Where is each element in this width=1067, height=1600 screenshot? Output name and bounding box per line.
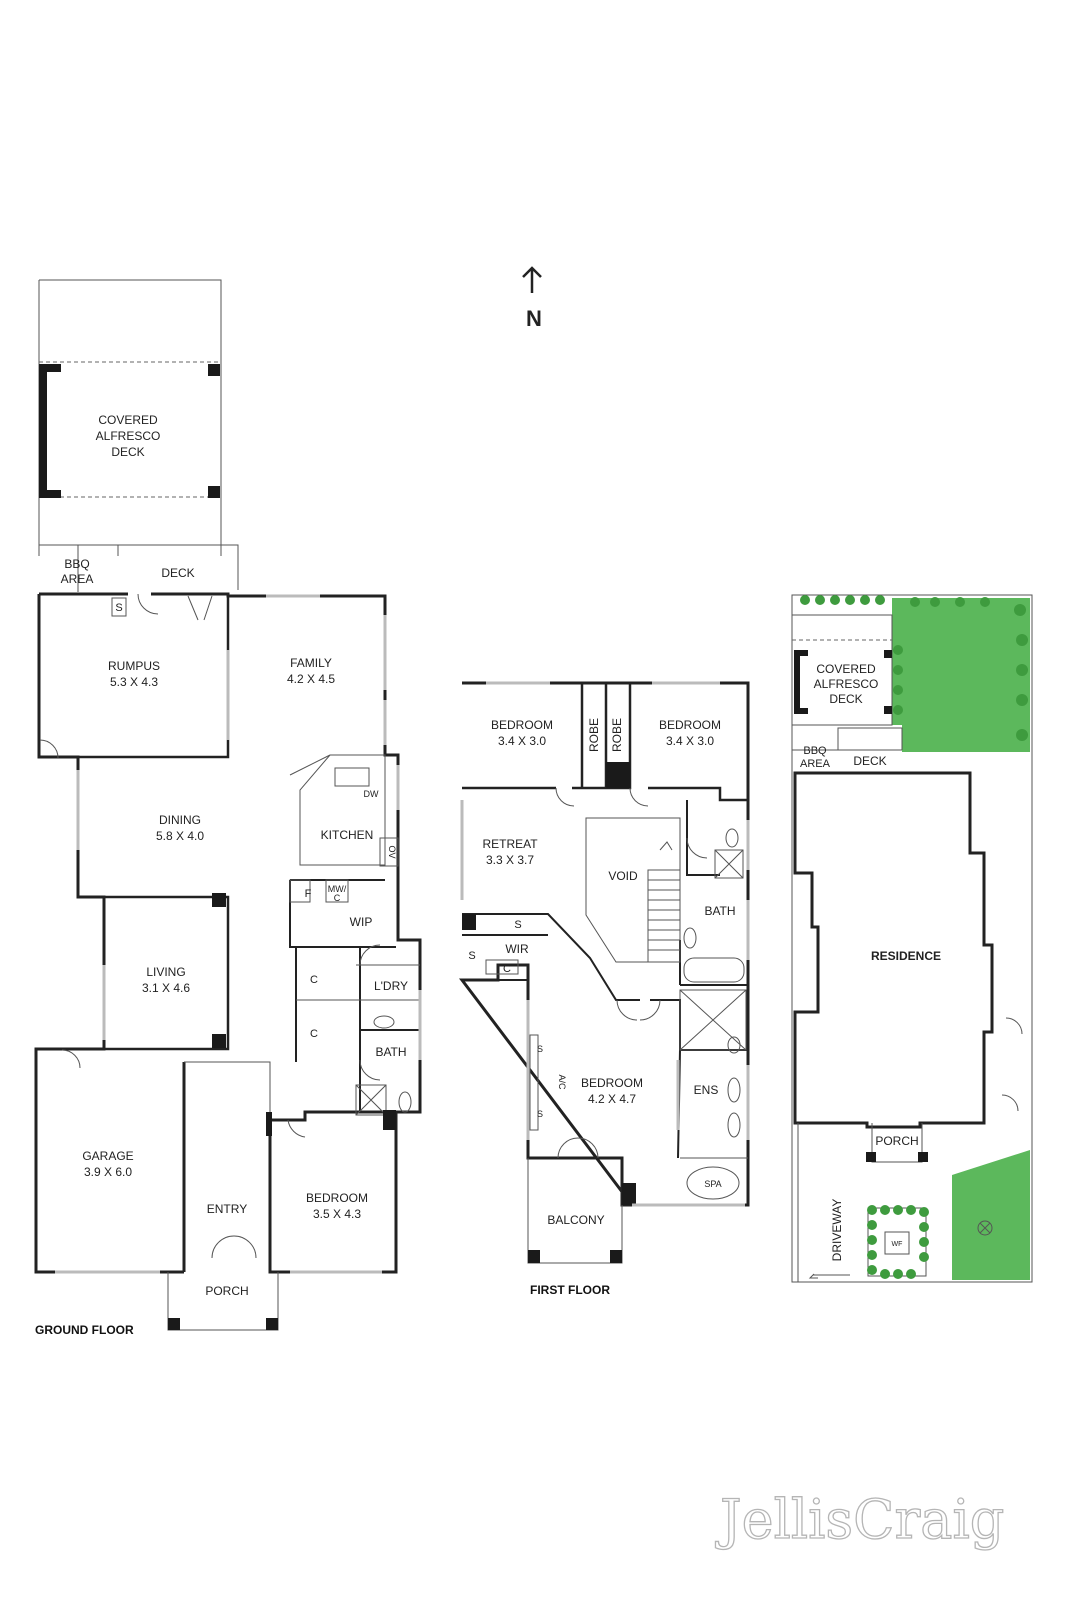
site-label-alfresco-2: ALFRESCO xyxy=(814,677,879,691)
label-dining-size: 5.8 X 4.0 xyxy=(156,829,204,843)
label-kitchen: KITCHEN xyxy=(321,828,374,842)
site-label-bbq-1: BBQ xyxy=(803,745,827,757)
site-label-deck: DECK xyxy=(853,754,886,768)
label-bedroom2-name: BEDROOM xyxy=(659,718,721,732)
label-rumpus-name: RUMPUS xyxy=(108,659,160,673)
ground-floor-labels: COVERED ALFRESCO DECK BBQ AREA DECK S RU… xyxy=(35,413,408,1337)
label-wip: WIP xyxy=(350,915,373,929)
north-compass: N xyxy=(522,266,542,331)
fixture-mwc-2: C xyxy=(334,893,341,903)
label-void: VOID xyxy=(608,869,638,883)
tree-icon xyxy=(977,1220,993,1236)
label-bath: BATH xyxy=(375,1045,406,1059)
label-bedroom2-size: 3.4 X 3.0 xyxy=(666,734,714,748)
site-label-porch: PORCH xyxy=(875,1134,918,1148)
label-laundry: L'DRY xyxy=(374,979,408,993)
fixture-c-ff: C xyxy=(503,963,511,975)
fixture-s-ff-2: S xyxy=(468,950,475,962)
label-main-bedroom-size: 4.2 X 4.7 xyxy=(588,1092,636,1106)
label-robe-1: ROBE xyxy=(587,718,601,752)
garden-hedge xyxy=(867,1205,929,1279)
fixture-ov: OV xyxy=(387,845,397,858)
fixture-c-1: C xyxy=(310,974,318,986)
label-deck: DECK xyxy=(161,566,194,580)
label-bedroom-name: BEDROOM xyxy=(306,1191,368,1205)
label-alfresco-1: COVERED xyxy=(98,413,158,427)
site-label-alfresco-3: DECK xyxy=(829,692,862,706)
label-retreat-name: RETREAT xyxy=(482,837,538,851)
label-wir: WIR xyxy=(505,942,529,956)
label-robe-2: ROBE xyxy=(610,718,624,752)
site-plan-labels: COVERED ALFRESCO DECK BBQ AREA DECK RESI… xyxy=(800,662,941,1261)
label-garage-size: 3.9 X 6.0 xyxy=(84,1165,132,1179)
label-spa: SPA xyxy=(704,1179,721,1189)
site-label-wf: WF xyxy=(892,1241,903,1248)
label-living-size: 3.1 X 4.6 xyxy=(142,981,190,995)
label-entry: ENTRY xyxy=(207,1202,247,1216)
label-bedroom1-size: 3.4 X 3.0 xyxy=(498,734,546,748)
label-bbq-1: BBQ xyxy=(64,557,89,571)
fixture-s: S xyxy=(115,602,122,614)
label-ens: ENS xyxy=(694,1083,719,1097)
hedge-top xyxy=(800,595,1028,741)
label-bedroom1-name: BEDROOM xyxy=(491,718,553,732)
fixture-ac: A/C xyxy=(557,1074,567,1090)
label-bbq-2: AREA xyxy=(61,572,94,586)
label-dining-name: DINING xyxy=(159,813,201,827)
label-family-size: 4.2 X 4.5 xyxy=(287,672,335,686)
first-floor-labels: BEDROOM 3.4 X 3.0 ROBE ROBE BEDROOM 3.4 … xyxy=(468,718,735,1297)
label-rumpus-size: 5.3 X 4.3 xyxy=(110,675,158,689)
label-retreat-size: 3.3 X 3.7 xyxy=(486,853,534,867)
label-balcony: BALCONY xyxy=(547,1213,604,1227)
site-label-residence: RESIDENCE xyxy=(871,949,941,963)
ground-floor-plan xyxy=(34,279,422,1331)
first-floor-plan xyxy=(458,681,750,1264)
first-floor-title: FIRST FLOOR xyxy=(530,1283,610,1297)
label-alfresco-3: DECK xyxy=(111,445,144,459)
site-label-bbq-2: AREA xyxy=(800,758,831,770)
label-alfresco-2: ALFRESCO xyxy=(96,429,161,443)
label-bedroom-size: 3.5 X 4.3 xyxy=(313,1207,361,1221)
fixture-s-ff-4: S xyxy=(537,1109,543,1119)
site-label-driveway: DRIVEWAY xyxy=(830,1199,844,1262)
north-label: N xyxy=(526,306,542,331)
fixture-c-2: C xyxy=(310,1028,318,1040)
label-bath-ff: BATH xyxy=(704,904,735,918)
fixture-f: F xyxy=(305,888,312,900)
label-main-bedroom-name: BEDROOM xyxy=(581,1076,643,1090)
site-plan xyxy=(791,594,1033,1283)
fixture-s-ff-1: S xyxy=(514,919,521,931)
fixture-dw: DW xyxy=(364,789,379,799)
ground-floor-title: GROUND FLOOR xyxy=(35,1323,134,1337)
label-living-name: LIVING xyxy=(146,965,185,979)
label-garage-name: GARAGE xyxy=(82,1149,133,1163)
fixture-s-ff-3: S xyxy=(537,1044,543,1054)
jellis-craig-logo: JellisCraig xyxy=(715,1488,1004,1551)
label-porch: PORCH xyxy=(205,1284,248,1298)
north-arrow-icon xyxy=(522,266,542,293)
fixture-mwc-1: MW/ xyxy=(328,884,347,894)
site-label-alfresco-1: COVERED xyxy=(816,662,876,676)
label-family-name: FAMILY xyxy=(290,656,332,670)
